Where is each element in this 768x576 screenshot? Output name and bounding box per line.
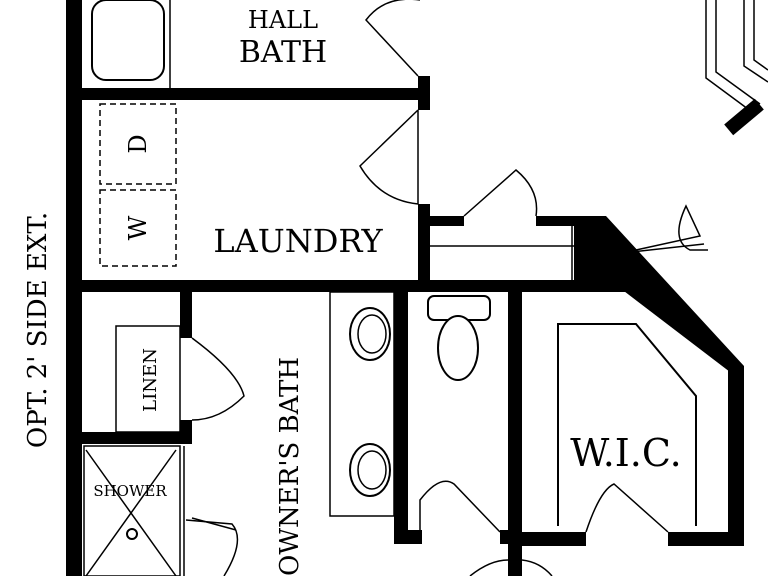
wc-left-wall xyxy=(394,292,408,538)
wc-door-swing xyxy=(419,480,501,533)
wic-bottom-right xyxy=(668,532,744,546)
wc-right-wall xyxy=(508,292,522,560)
dryer-label: D xyxy=(124,134,152,153)
linen-door-swing xyxy=(191,337,245,421)
wic-door-swing xyxy=(585,483,669,533)
wic-right-wall xyxy=(728,366,744,546)
corridor-top-wall-right xyxy=(536,216,592,226)
diagonal-wall xyxy=(574,216,744,546)
fixtures xyxy=(83,0,768,576)
bottom-door-stub xyxy=(508,546,522,576)
linen-bottom-wall xyxy=(82,432,192,444)
hall-door-jamb xyxy=(418,76,430,110)
hall-bath-bottom-wall xyxy=(66,88,430,100)
shower-drain xyxy=(126,528,138,540)
hall-bath-label-line2: BATH xyxy=(239,35,327,70)
laundry-door-jamb xyxy=(418,204,430,280)
wc-bottom-wall xyxy=(394,530,422,544)
corridor-door-swing xyxy=(463,169,538,217)
side-extension-label: OPT. 2' SIDE EXT. xyxy=(23,212,53,448)
hall-bath-left-wall xyxy=(66,0,76,90)
linen-lower-stub xyxy=(180,420,192,444)
shower-door-swing xyxy=(185,519,239,576)
hall-bath-door-swing xyxy=(365,0,420,77)
washer-box xyxy=(99,189,177,267)
linen-closet xyxy=(115,325,181,433)
bathtub xyxy=(91,0,165,81)
shower-stall xyxy=(83,445,181,576)
linen-stub-wall xyxy=(180,292,192,338)
hall-bath-label-line1: HALL xyxy=(248,6,318,34)
walls xyxy=(66,0,764,576)
washer-label: W xyxy=(124,215,152,240)
wic-bottom-left xyxy=(522,532,586,546)
laundry-label: LAUNDRY xyxy=(213,222,383,260)
wic-label: W.I.C. xyxy=(570,431,681,475)
dryer-box xyxy=(99,103,177,185)
upper-right-wall xyxy=(724,98,764,136)
sink-top xyxy=(349,307,391,361)
toilet-bowl xyxy=(437,315,479,381)
wic-closet-outline xyxy=(557,323,697,526)
shower-label: SHOWER xyxy=(93,482,167,500)
labels: HALL BATH LAUNDRY D W LINEN SHOWER OWNER… xyxy=(23,6,682,576)
wc-bottom-right-stub xyxy=(500,530,522,544)
linen-label: LINEN xyxy=(140,348,161,412)
sink-bottom xyxy=(349,443,391,497)
corridor-top-wall-left xyxy=(430,216,464,226)
laundry-bottom-wall xyxy=(66,280,646,292)
vanity-counter xyxy=(329,291,395,517)
right-door-swing xyxy=(635,204,708,251)
owners-bath-label: OWNER'S BATH xyxy=(275,357,305,576)
laundry-door-swing xyxy=(359,109,419,205)
